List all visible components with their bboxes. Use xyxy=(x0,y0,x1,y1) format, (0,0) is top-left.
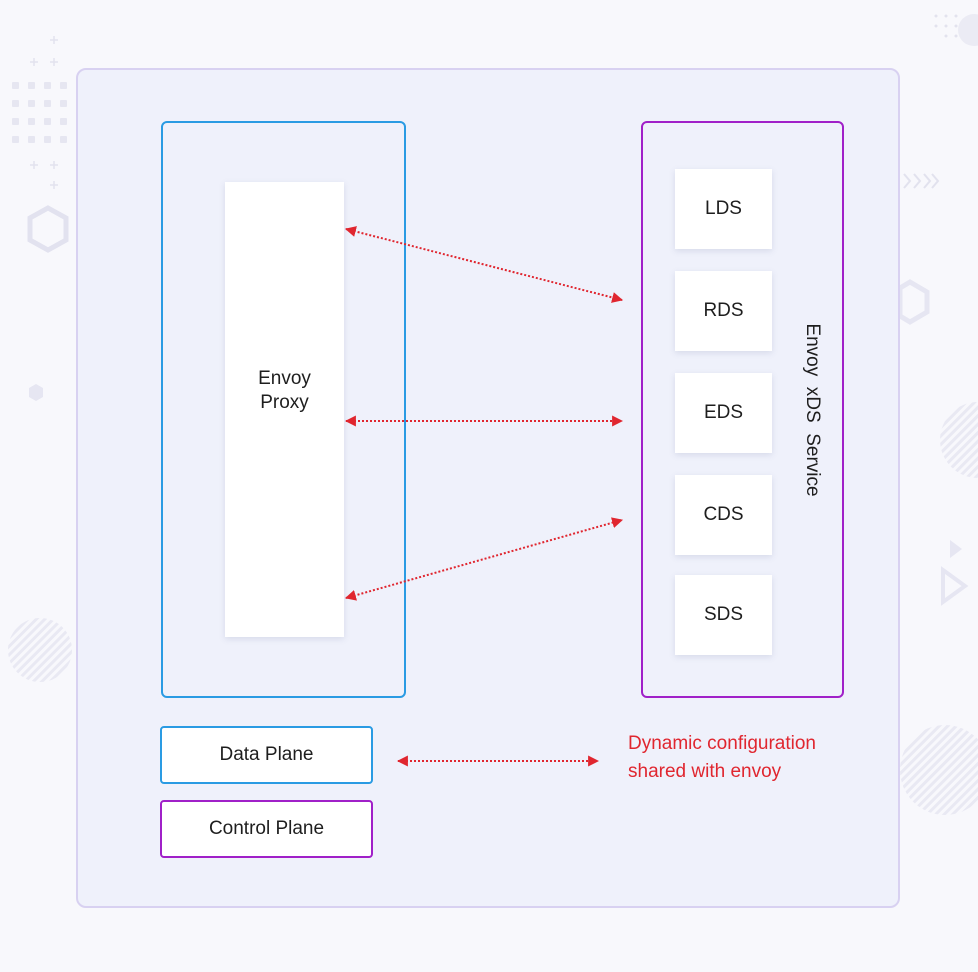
dot-grid-top-right-decoration xyxy=(934,14,958,38)
legend-data-plane: Data Plane xyxy=(160,726,373,784)
plus-grid-decoration xyxy=(30,36,58,189)
envoy-proxy-card: Envoy Proxy xyxy=(225,182,344,637)
eds-card: EDS xyxy=(675,373,772,453)
triangle-filled-decoration xyxy=(950,540,962,558)
circle-corner-decoration xyxy=(958,14,978,46)
sds-card: SDS xyxy=(675,575,772,655)
cds-label: CDS xyxy=(703,504,744,525)
sds-label: SDS xyxy=(703,604,744,625)
triangle-outline-decoration xyxy=(941,566,969,606)
hexagon-small-decoration xyxy=(29,384,43,401)
dot-grid-top-left-decoration xyxy=(12,82,67,143)
hatched-circle-right-mid-decoration xyxy=(940,402,978,478)
arrow-proxy-to-rds xyxy=(344,226,624,303)
cds-card: CDS xyxy=(675,475,772,555)
hexagon-outline-decoration xyxy=(27,205,69,253)
eds-label: EDS xyxy=(703,402,744,423)
hatched-circle-right-bottom-decoration xyxy=(900,725,978,815)
hatched-circle-left-decoration xyxy=(8,618,72,682)
hexagon-right-decoration xyxy=(897,279,930,325)
data-plane-container xyxy=(161,121,406,698)
legend-control-plane: Control Plane xyxy=(160,800,373,858)
legend-arrow-description-line1: Dynamic configuration xyxy=(628,733,816,754)
control-plane-container xyxy=(641,121,844,698)
legend-arrow-description-line2: shared with envoy xyxy=(628,761,782,782)
legend-control-plane-label: Control Plane xyxy=(208,818,325,839)
lds-label: LDS xyxy=(705,198,742,219)
lds-card: LDS xyxy=(675,169,772,249)
rds-card: RDS xyxy=(675,271,772,351)
envoy-proxy-label-line1: Envoy xyxy=(258,367,311,389)
legend-data-plane-label: Data Plane xyxy=(219,744,314,765)
rds-label: RDS xyxy=(703,300,744,321)
envoy-proxy-label-line2: Proxy xyxy=(260,391,309,413)
arrow-proxy-to-cds xyxy=(344,517,624,601)
legend-arrow-description: Dynamic configuration shared with envoy xyxy=(628,730,878,786)
chevrons-decoration xyxy=(903,173,940,189)
